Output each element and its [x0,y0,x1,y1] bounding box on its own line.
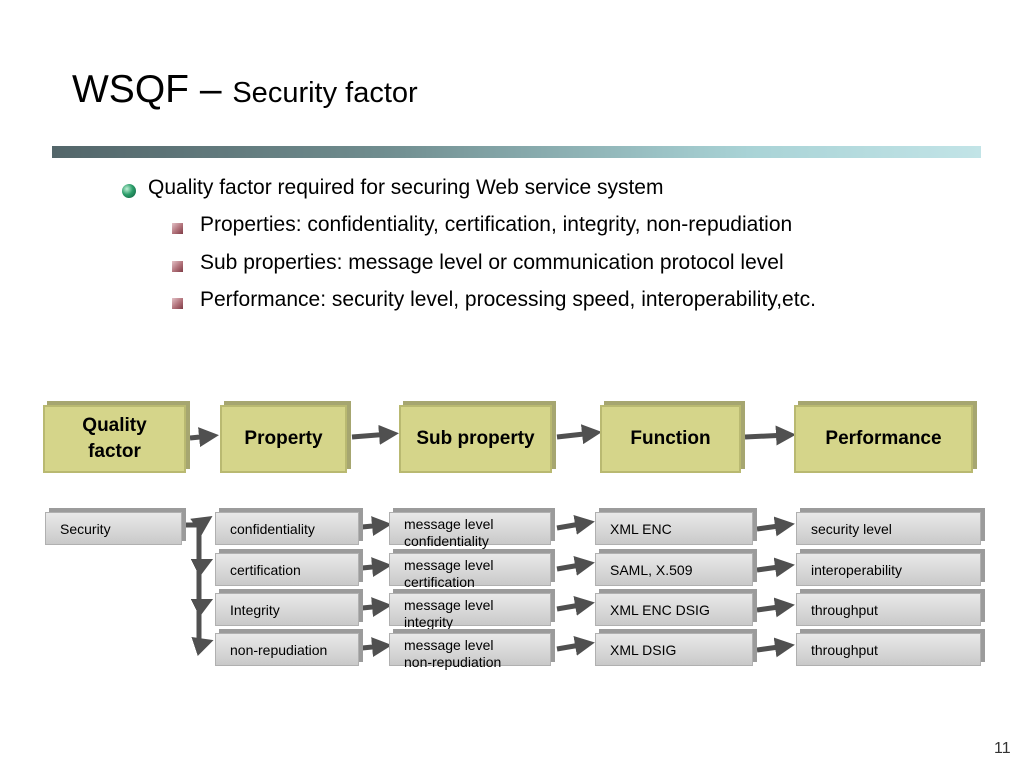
cell-text: XML DSIG [610,641,677,658]
row-arrow [556,596,595,616]
branch-line [190,516,213,536]
header-arrow [744,425,796,446]
cell-text: SAML, X.509 [610,561,693,578]
slide-title-main: WSQF – [72,68,233,111]
bullet-square-icon [172,223,183,234]
row-arrow [556,515,595,535]
cell-text: interoperability [811,561,903,578]
header-label: Quality factor [82,415,147,462]
header-label: Performance [825,428,942,449]
header-function: Function [600,405,741,473]
header-label: Function [630,428,711,449]
header-performance: Performance [794,405,973,473]
bullet-text: Properties: confidentiality, certificati… [200,213,793,236]
cell-text: confidentiality [230,520,315,537]
property-cell: Integrity [215,593,359,626]
performance-cell: throughput [796,633,981,666]
row-arrow [361,637,392,657]
function-cell: SAML, X.509 [595,553,753,586]
bullet-text: Quality factor required for securing Web… [148,176,664,199]
title-divider [52,146,981,158]
property-cell: non-repudiation [215,633,359,666]
cell-text: message level non-repudiation [404,637,502,670]
performance-cell: interoperability [796,553,981,586]
header-label: Sub property [416,428,535,449]
property-cell: confidentiality [215,512,359,545]
function-cell: XML ENC DSIG [595,593,753,626]
row-arrow [556,556,595,576]
header-quality-factor: Quality factor [43,405,186,473]
row-arrow [361,597,392,617]
bullet-text: Sub properties: message level or communi… [200,251,784,274]
performance-cell: throughput [796,593,981,626]
function-cell: XML ENC [595,512,753,545]
cell-text: message level certification [404,557,494,590]
row-arrow [756,597,795,618]
branch-line [190,598,214,617]
header-property: Property [220,405,347,473]
header-sub-property: Sub property [399,405,552,473]
row-arrow [361,516,392,536]
row-arrow [756,557,795,578]
header-arrow [189,427,219,448]
cell-text: throughput [811,601,878,618]
cell-text: Security [60,520,111,537]
sub-property-cell: message level integrity [389,593,551,630]
cell-text: message level confidentiality [404,516,494,549]
slide-title: WSQF – Security factor [72,68,418,112]
bullet-sphere-icon [122,184,136,198]
header-arrow [351,424,399,445]
cell-text: security level [811,520,892,537]
factor-security: Security [45,512,182,545]
page-number: 11 [994,740,1011,757]
branch-line [191,636,214,656]
cell-text: Integrity [230,601,280,618]
performance-cell: security level [796,512,981,545]
row-arrow [756,516,795,537]
slide-title-sub: Security factor [232,77,418,109]
sub-property-cell: message level non-repudiation [389,633,551,670]
cell-text: message level integrity [404,597,494,630]
header-arrow [556,424,602,445]
cell-text: non-repudiation [230,641,328,658]
property-cell: certification [215,553,359,586]
function-cell: XML DSIG [595,633,753,666]
cell-text: throughput [811,641,878,658]
row-arrow [556,636,595,656]
sub-property-cell: message level confidentiality [389,512,551,549]
bullet-square-icon [172,298,183,309]
row-arrow [756,637,795,658]
bullet-square-icon [172,261,183,272]
cell-text: XML ENC DSIG [610,601,710,618]
sub-property-cell: message level certification [389,553,551,590]
cell-text: XML ENC [610,520,672,537]
row-arrow [361,557,392,577]
cell-text: certification [230,561,301,578]
header-label: Property [244,428,323,449]
branch-line [190,558,214,577]
bullet-text: Performance: security level, processing … [200,288,816,311]
